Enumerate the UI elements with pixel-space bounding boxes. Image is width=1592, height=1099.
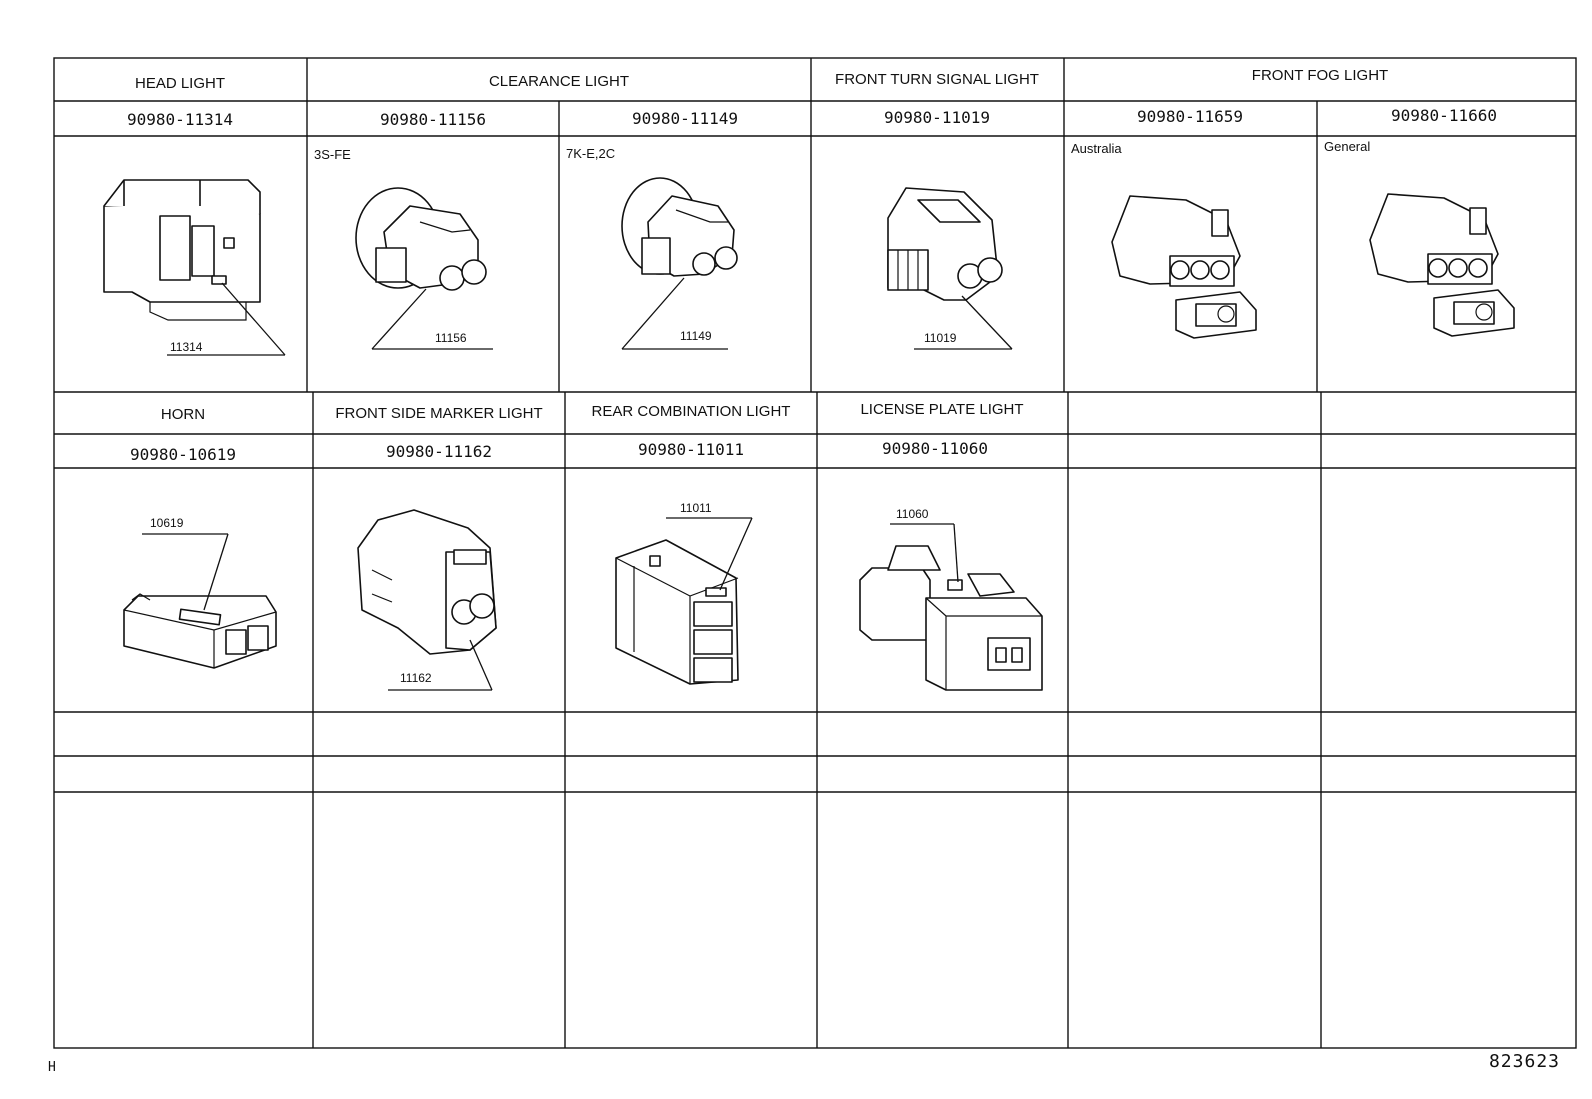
- callout-leader: [203, 533, 229, 611]
- part-number: 90980-11011: [638, 440, 744, 459]
- variant-note: Australia: [1071, 141, 1122, 156]
- round-2pin-connector-icon: [355, 187, 487, 291]
- callout-label: 11011: [680, 501, 712, 515]
- part-number: 90980-11659: [1137, 107, 1243, 126]
- callout-leader: [221, 282, 286, 356]
- part-number: 90980-10619: [130, 445, 236, 464]
- part-number: 90980-11156: [380, 110, 486, 129]
- horn-connector-icon: [123, 593, 277, 669]
- callout-leader: [719, 517, 753, 591]
- callout-leader: [371, 288, 427, 350]
- header-horn: HORN: [161, 406, 205, 423]
- variant-note: 3S-FE: [314, 147, 351, 162]
- callout-label: 11019: [924, 331, 957, 345]
- callout-leader: [469, 639, 493, 691]
- callout-label: 11162: [400, 671, 432, 685]
- callout-label: 11314: [170, 340, 203, 354]
- table-grid: [53, 57, 1577, 1049]
- side-marker-connector-icon: [357, 509, 497, 655]
- header-front-fog-light: FRONT FOG LIGHT: [1252, 67, 1388, 84]
- part-number: 90980-11660: [1391, 106, 1497, 125]
- callout-leader: [961, 295, 1013, 350]
- part-number: 90980-11162: [386, 442, 492, 461]
- headlight-connector-icon: [103, 179, 261, 321]
- callout-leader: [953, 523, 959, 583]
- header-license-plate-light: LICENSE PLATE LIGHT: [860, 401, 1023, 418]
- rear-combination-connector-icon: [615, 539, 739, 685]
- part-number: 90980-11019: [884, 108, 990, 127]
- 2pin-connector-icon: [887, 187, 1003, 301]
- figure-number: 823623: [1488, 1051, 1560, 1072]
- license-plate-connector-icon: [859, 545, 1043, 691]
- variant-note: 7K-E,2C: [566, 146, 615, 161]
- page-code: H: [48, 1060, 56, 1075]
- part-number: 90980-11060: [882, 439, 988, 458]
- round-2pin-connector-icon: [621, 177, 738, 277]
- callout-label: 11149: [680, 329, 712, 343]
- callout-label: 11156: [435, 331, 467, 345]
- fog-light-connector-icon: [1369, 193, 1515, 337]
- header-front-turn-signal-light: FRONT TURN SIGNAL LIGHT: [835, 71, 1039, 88]
- header-clearance-light: CLEARANCE LIGHT: [489, 73, 629, 90]
- callout-label: 11060: [896, 507, 929, 521]
- header-rear-combination-light: REAR COMBINATION LIGHT: [592, 403, 791, 420]
- part-number: 90980-11149: [632, 109, 738, 128]
- fog-light-connector-icon: [1111, 195, 1257, 339]
- header-head-light: HEAD LIGHT: [135, 75, 225, 92]
- part-number: 90980-11314: [127, 110, 233, 129]
- callout-leader: [621, 277, 685, 350]
- callout-label: 10619: [150, 516, 184, 530]
- header-front-side-marker-light: FRONT SIDE MARKER LIGHT: [335, 405, 542, 422]
- variant-note: General: [1324, 139, 1370, 154]
